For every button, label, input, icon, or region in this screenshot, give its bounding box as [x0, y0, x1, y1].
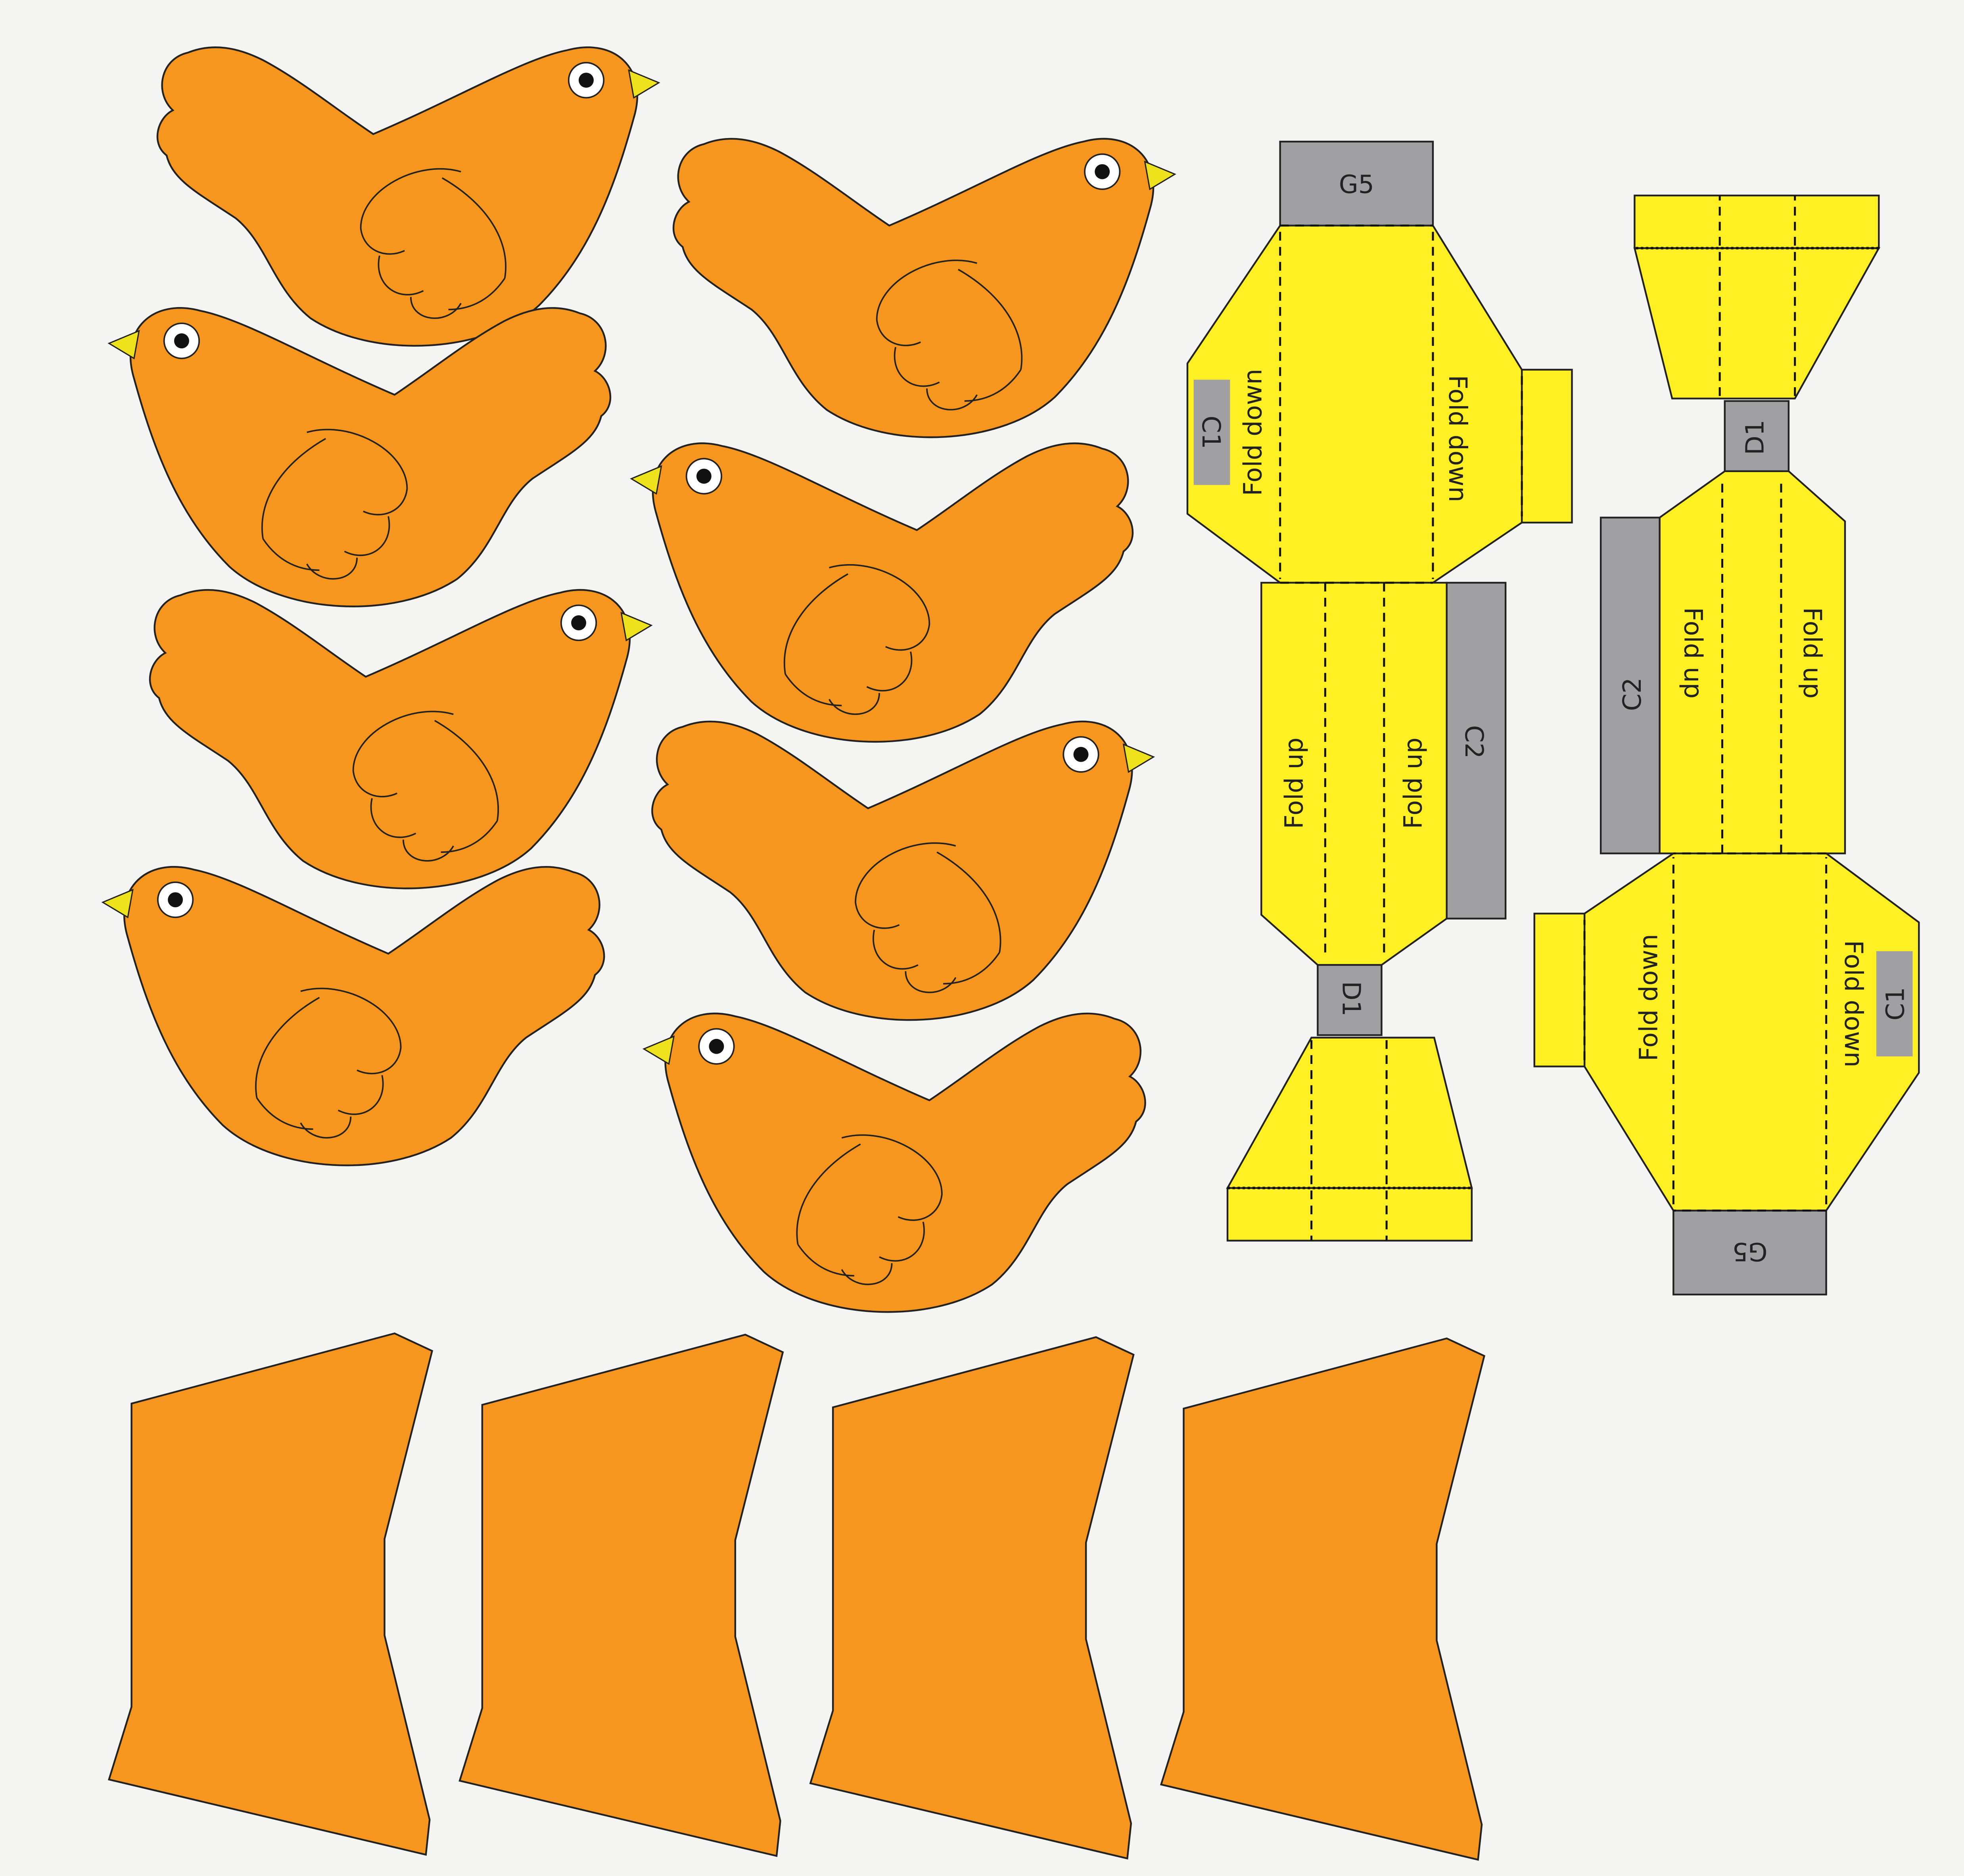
stand-cutout-left: G5 C1 Fold down Fold down Fold up Fold u… [1186, 140, 1573, 1242]
body-cutout: B1 Head Top B2 D1 Top B3 Head [1160, 1337, 1486, 1861]
label-d1: D1 [1337, 981, 1366, 1016]
body-cutout: B1 Head Top B2 D1 Top B3 Head [809, 1336, 1135, 1860]
body-cutout-4: B1 Head Top B2 D1 Top B3 Head [1160, 1337, 1486, 1861]
label-g5: G5 [1732, 1237, 1767, 1267]
label-fold-up: Fold up [1279, 737, 1308, 829]
label-c1: C1 [1880, 987, 1910, 1020]
label-d1: D1 [1740, 420, 1770, 455]
bird-cutout [109, 308, 610, 606]
body-cutout-1: B1 Head Top B2 D1 Top B3 Head [107, 1332, 433, 1856]
stand-cutout-right: G5 C1 Fold down Fold down Fold up Fold u… [1533, 194, 1920, 1296]
body-cutout: B1 Head Top B2 D1 Top B3 Head [458, 1333, 784, 1857]
bird-cutout [652, 722, 1153, 1020]
bird-cutout [644, 1014, 1145, 1312]
label-c2: C2 [1617, 678, 1647, 711]
bird-cutout [157, 47, 659, 346]
bird-cutout [103, 867, 604, 1165]
label-fold-up: Fold up [1798, 607, 1827, 699]
label-g5: G5 [1339, 169, 1374, 199]
label-fold-down: Fold down [1238, 369, 1267, 496]
body-cutout-3: B1 Head Top B2 D1 Top B3 Head [809, 1336, 1135, 1860]
label-c2: C2 [1460, 725, 1489, 758]
label-fold-down: Fold down [1443, 375, 1473, 502]
body-cutout: B1 Head Top B2 D1 Top B3 Head [107, 1332, 433, 1856]
bird-cutout [631, 443, 1133, 741]
label-fold-up: Fold up [1398, 737, 1428, 829]
bird-cutout [150, 590, 651, 888]
body-cutout-2: B1 Head Top B2 D1 Top B3 Head [458, 1333, 784, 1857]
label-c1: C1 [1197, 416, 1226, 449]
bird-cutout [673, 139, 1175, 437]
label-fold-up: Fold up [1679, 607, 1708, 699]
label-fold-down: Fold down [1634, 934, 1663, 1061]
label-fold-down: Fold down [1839, 940, 1868, 1068]
